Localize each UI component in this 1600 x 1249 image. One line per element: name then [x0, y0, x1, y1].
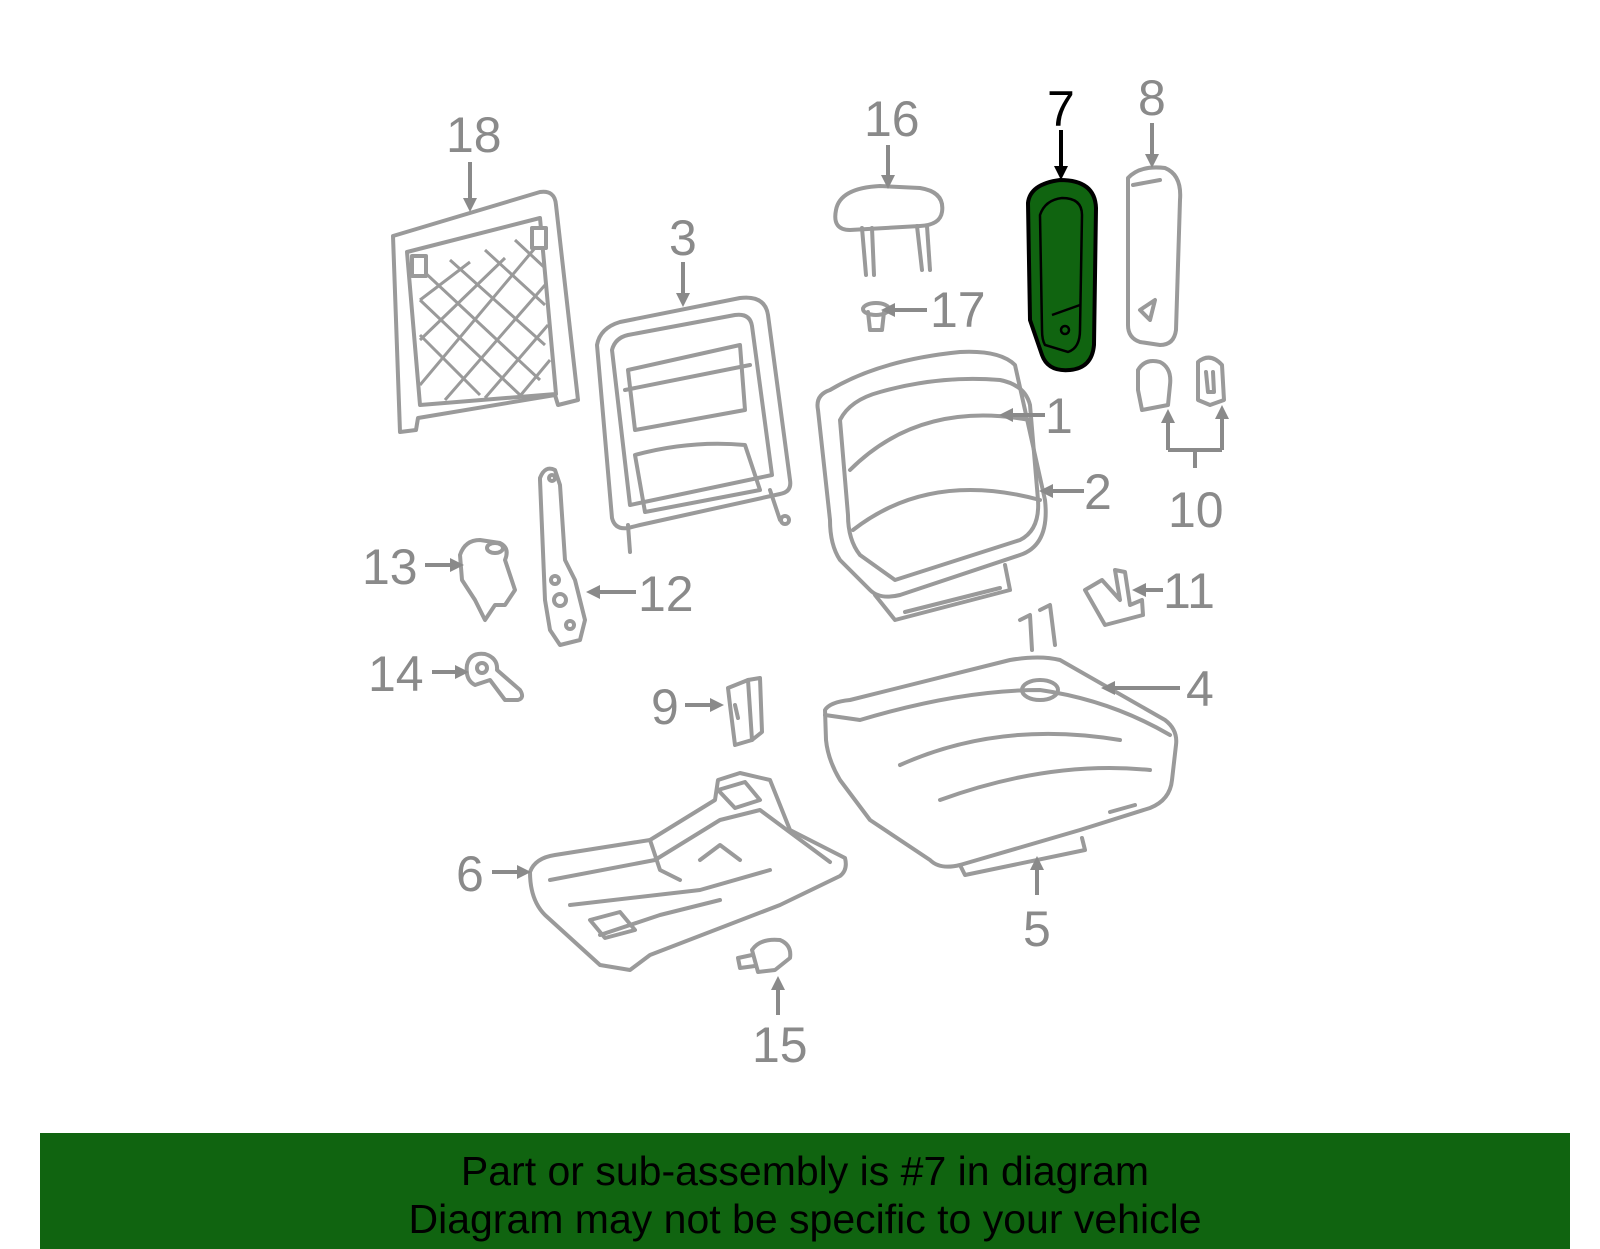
callout-8: 8	[1138, 70, 1166, 126]
part-12-recliner[interactable]	[538, 466, 587, 647]
part-15-bolt[interactable]	[736, 937, 793, 974]
banner-line-1: Part or sub-assembly is #7 in diagram	[460, 1148, 1150, 1194]
callout-12: 12	[638, 566, 694, 622]
part-7-armrest[interactable]	[1025, 177, 1099, 373]
callout-18: 18	[446, 107, 502, 163]
callout-6: 6	[456, 846, 484, 902]
banner-line-2: Diagram may not be specific to your vehi…	[408, 1196, 1202, 1242]
part-4-5-seat-cushion[interactable]	[823, 603, 1179, 877]
callout-16: 16	[864, 91, 920, 147]
part-1-2-seat-back-cushion[interactable]	[815, 349, 1048, 622]
part-13-latch[interactable]	[458, 538, 517, 622]
callout-2: 2	[1084, 464, 1112, 520]
leader-lines	[425, 123, 1229, 1015]
part-11-bracket[interactable]	[1083, 568, 1145, 627]
callout-1: 1	[1045, 388, 1073, 444]
part-18-back-panel[interactable]	[391, 189, 580, 434]
callout-14: 14	[368, 646, 424, 702]
callout-15: 15	[752, 1017, 808, 1073]
part-17-guide[interactable]	[861, 301, 891, 332]
callout-4: 4	[1186, 661, 1214, 717]
part-6-seat-pan[interactable]	[528, 771, 848, 972]
part-16-headrest[interactable]	[833, 184, 945, 277]
callout-13: 13	[362, 539, 418, 595]
callout-7: 7	[1047, 81, 1075, 137]
callout-5: 5	[1023, 901, 1051, 957]
info-banner: Part or sub-assembly is #7 in diagram Di…	[40, 1133, 1570, 1249]
callout-17: 17	[930, 282, 986, 338]
callout-9: 9	[651, 679, 679, 735]
part-10-caps[interactable]	[1136, 355, 1226, 412]
part-9-clip[interactable]	[726, 676, 764, 747]
part-14-pivot[interactable]	[464, 651, 525, 702]
callout-10: 10	[1168, 482, 1224, 538]
part-8-armrest-cover[interactable]	[1126, 165, 1183, 347]
callout-11: 11	[1163, 563, 1215, 619]
callout-3: 3	[669, 210, 697, 266]
callout-labels: 18 3 16 7 8 17 1 2 10 11 4 5 13 12 14 9 …	[362, 70, 1224, 1073]
part-3-seat-back-frame[interactable]	[595, 295, 793, 554]
